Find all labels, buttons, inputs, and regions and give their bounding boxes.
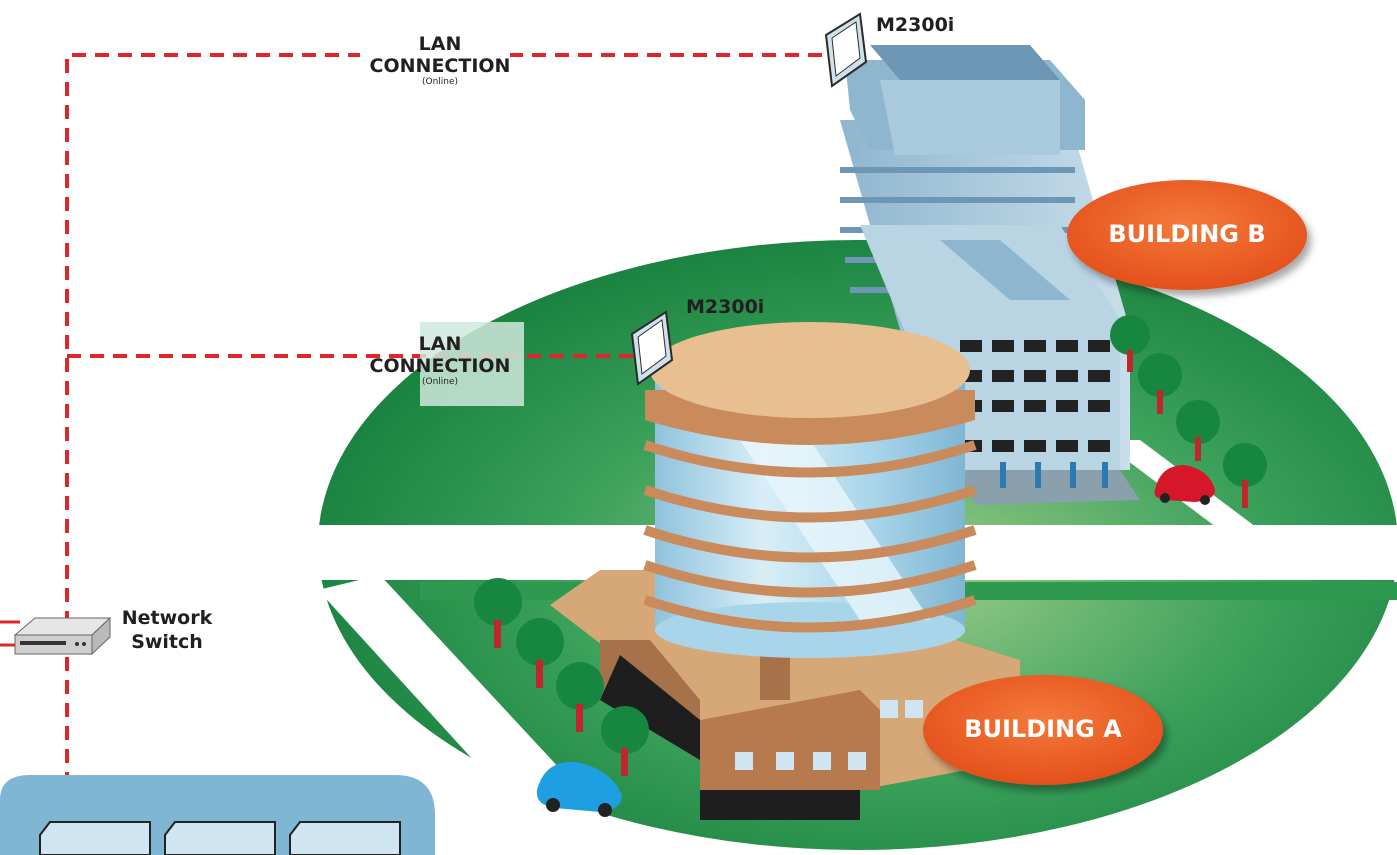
server-unit: [39, 821, 401, 855]
lan-mid-line1: LAN: [418, 333, 462, 355]
building-b-badge: [1067, 180, 1307, 290]
building-a-tower: [643, 322, 977, 658]
m2300i-device-top: [824, 12, 868, 88]
building-a-badge: [923, 675, 1163, 785]
lan-mid-status: (Online): [421, 377, 459, 387]
lan-top-line1: LAN: [418, 33, 462, 55]
car-blue: [536, 761, 622, 817]
lan-top-line2: CONNECTION: [369, 55, 511, 77]
m2300i-device-mid: [630, 310, 674, 386]
network-switch-icon: [13, 616, 112, 656]
trees: [474, 315, 1267, 776]
lan-connection-top-label: LAN CONNECTION (Online): [360, 33, 520, 87]
building-b: [840, 45, 1140, 505]
switch-line2: Switch: [131, 631, 203, 653]
device-top-label: M2300i: [876, 14, 955, 36]
lan-mid-label-bg: [420, 322, 524, 406]
lan-mid-line2: CONNECTION: [369, 355, 511, 377]
device-mid-label: M2300i: [686, 296, 765, 318]
car-red: [1154, 465, 1215, 505]
switch-line1: Network: [121, 607, 213, 629]
server-panel: [0, 775, 435, 855]
network-switch-label: Network Switch: [112, 606, 222, 654]
building-b-label: BUILDING B: [1108, 220, 1266, 248]
lan-top-status: (Online): [421, 77, 459, 87]
lan-top-label-bg: [360, 35, 510, 59]
lan-connection-mid-label: LAN CONNECTION (Online): [360, 333, 520, 387]
building-a-label: BUILDING A: [964, 715, 1122, 743]
